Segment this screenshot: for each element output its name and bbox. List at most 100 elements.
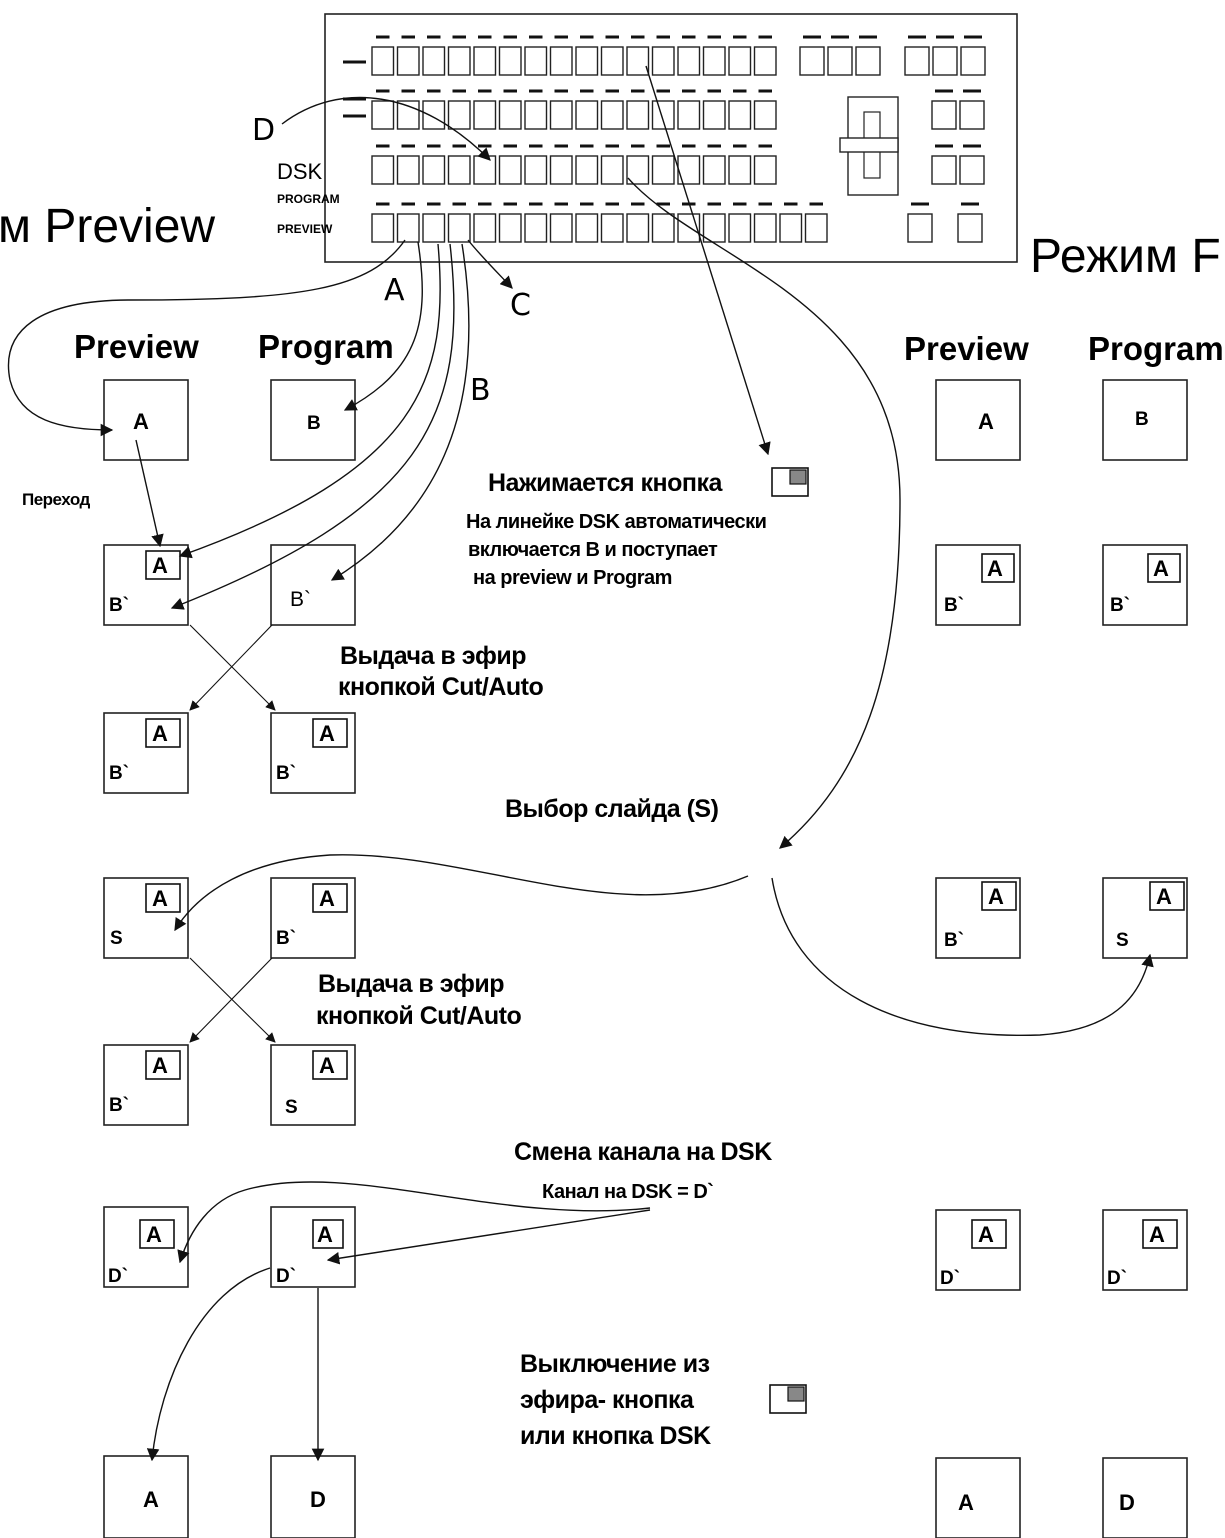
arrow-dsk-to-program-6 [326, 1209, 651, 1265]
switcher-side-button[interactable] [931, 100, 957, 130]
switcher-button[interactable] [524, 155, 548, 185]
switcher-side-button[interactable] [907, 213, 933, 243]
switcher-button[interactable] [702, 46, 726, 76]
arrow-d [281, 96, 491, 161]
switcher-button[interactable] [422, 155, 446, 185]
switcher-button[interactable] [371, 155, 395, 185]
letter-d: D [252, 113, 275, 148]
switcher-side-button[interactable] [855, 46, 881, 76]
switcher-button[interactable] [549, 100, 573, 130]
switcher-button[interactable] [600, 155, 624, 185]
arrow-to-preview-2a [178, 243, 441, 559]
switcher-button[interactable] [422, 213, 446, 243]
switcher-side-button[interactable] [957, 213, 983, 243]
switcher-side-button[interactable] [799, 46, 825, 76]
switcher-button[interactable] [396, 155, 420, 185]
switcher-side-button[interactable] [904, 46, 930, 76]
switcher-button[interactable] [600, 213, 624, 243]
switcher-button[interactable] [549, 155, 573, 185]
switcher-button[interactable] [651, 213, 675, 243]
switcher-button[interactable] [779, 213, 803, 243]
switcher-button[interactable] [447, 213, 471, 243]
switcher-button[interactable] [447, 46, 471, 76]
switcher-button[interactable] [371, 46, 395, 76]
switcher-button[interactable] [549, 46, 573, 76]
switcher-button[interactable] [702, 100, 726, 130]
cross-line [189, 624, 273, 711]
letter-b: B [470, 373, 491, 408]
switcher-side-button[interactable] [959, 100, 985, 130]
switcher-button[interactable] [498, 213, 522, 243]
switcher-button[interactable] [753, 46, 777, 76]
switcher-button[interactable] [600, 46, 624, 76]
switcher-button[interactable] [575, 213, 599, 243]
right-program-4: A S [1102, 877, 1188, 959]
switcher-button[interactable] [728, 213, 752, 243]
switcher-button[interactable] [651, 100, 675, 130]
switcher-button[interactable] [575, 100, 599, 130]
panel-preview-label: PREVIEW [277, 222, 333, 236]
switcher-button[interactable] [626, 100, 650, 130]
switcher-button[interactable] [473, 100, 497, 130]
switcher-button[interactable] [473, 46, 497, 76]
cell-label: D` [108, 1266, 128, 1287]
switcher-button[interactable] [753, 155, 777, 185]
switcher-button[interactable] [575, 46, 599, 76]
switcher-button[interactable] [371, 213, 395, 243]
cross-line [189, 957, 276, 1043]
switcher-button[interactable] [447, 100, 471, 130]
switcher-side-button[interactable] [827, 46, 853, 76]
arrow-to-dsk-icon [645, 65, 771, 456]
switcher-button[interactable] [524, 213, 548, 243]
note-slide-select: Выбор слайда (S) [505, 795, 719, 823]
switcher-button[interactable] [549, 213, 573, 243]
switcher-button[interactable] [396, 213, 420, 243]
cell-inset-label: A [319, 1053, 335, 1078]
switcher-side-button[interactable] [959, 155, 985, 185]
switcher-button[interactable] [702, 155, 726, 185]
switcher-button[interactable] [524, 100, 548, 130]
switcher-button[interactable] [524, 46, 548, 76]
switcher-button[interactable] [677, 100, 701, 130]
cell-label: S [285, 1097, 298, 1118]
switcher-side-button[interactable] [931, 155, 957, 185]
letter-c: C [510, 288, 531, 323]
switcher-button[interactable] [498, 46, 522, 76]
switcher-button[interactable] [626, 155, 650, 185]
note-dsk-change-title: Смена канала на DSK [514, 1138, 772, 1166]
switcher-button[interactable] [626, 46, 650, 76]
switcher-button[interactable] [753, 213, 777, 243]
switcher-side-button[interactable] [932, 46, 958, 76]
switcher-button[interactable] [702, 213, 726, 243]
switcher-button[interactable] [498, 155, 522, 185]
left-program-5: A S [270, 1044, 356, 1126]
switcher-button[interactable] [396, 100, 420, 130]
switcher-button[interactable] [422, 46, 446, 76]
switcher-button[interactable] [600, 100, 624, 130]
switcher-button[interactable] [728, 155, 752, 185]
cell-inset-label: A [987, 556, 1003, 581]
cell-inset-label: A [1153, 556, 1169, 581]
cell-label: B [307, 413, 321, 434]
left-preview-4: A S [103, 877, 189, 959]
switcher-side-button[interactable] [960, 46, 986, 76]
switcher-button[interactable] [498, 100, 522, 130]
switcher-button[interactable] [728, 46, 752, 76]
switcher-button[interactable] [371, 100, 395, 130]
switcher-button[interactable] [651, 155, 675, 185]
switcher-button[interactable] [753, 100, 777, 130]
right-program-header: Program [1088, 330, 1224, 367]
switcher-button[interactable] [804, 213, 828, 243]
switcher-button[interactable] [447, 155, 471, 185]
fader-handle[interactable] [839, 137, 899, 153]
switcher-button[interactable] [575, 155, 599, 185]
switcher-button[interactable] [473, 155, 497, 185]
switcher-button[interactable] [396, 46, 420, 76]
switcher-button[interactable] [728, 100, 752, 130]
right-preview-1: A [935, 379, 1021, 461]
switcher-button[interactable] [422, 100, 446, 130]
switcher-button[interactable] [473, 213, 497, 243]
switcher-button[interactable] [677, 46, 701, 76]
switcher-button[interactable] [651, 46, 675, 76]
switcher-button[interactable] [626, 213, 650, 243]
